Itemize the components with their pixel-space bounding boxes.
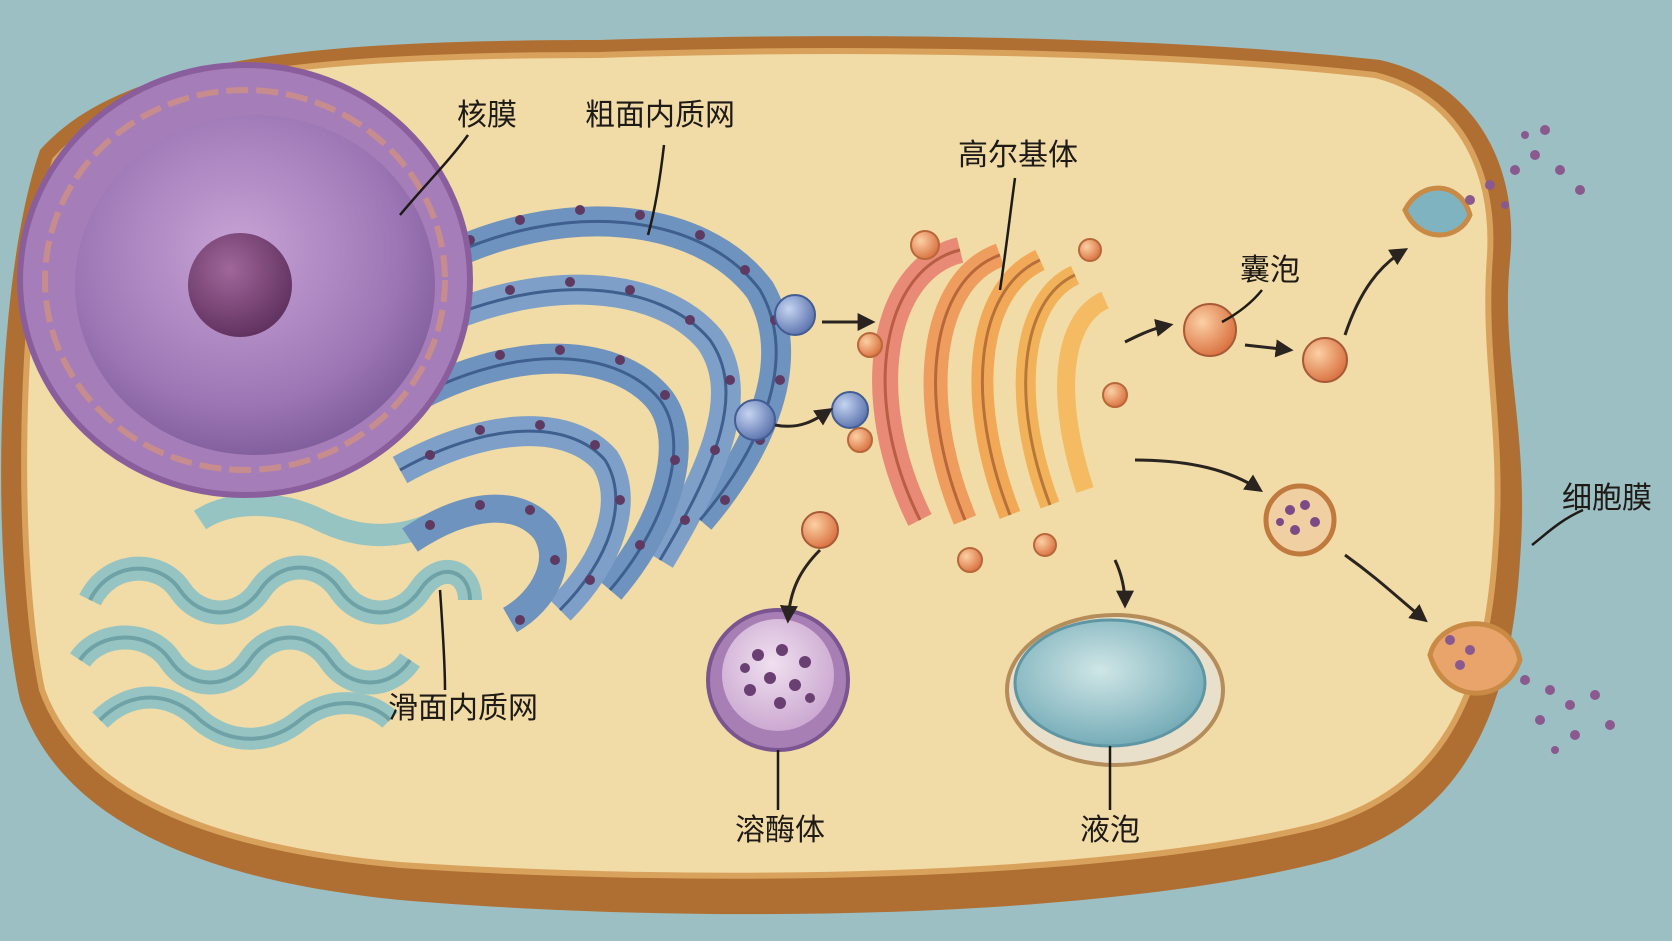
nucleus [17, 62, 473, 498]
label-vacuole: 液泡 [1080, 813, 1140, 848]
smooth-er [70, 494, 482, 750]
ribosomes [425, 205, 785, 625]
label-cell-membrane: 细胞膜 [1562, 481, 1652, 516]
label-golgi: 高尔基体 [958, 138, 1078, 173]
label-nuclear-envelope: 核膜 [457, 98, 517, 133]
secreted-particles [1445, 125, 1615, 754]
transport-vesicles [734, 294, 1348, 549]
label-lysosome: 溶酶体 [735, 813, 825, 848]
flow-arrows [774, 248, 1428, 624]
rough-er [392, 206, 792, 633]
golgi-apparatus [872, 237, 1110, 526]
golgi-buds [847, 230, 1128, 573]
vacuole [1005, 613, 1225, 767]
label-vesicle: 囊泡 [1240, 253, 1300, 288]
nucleolus [188, 233, 292, 337]
leader-lines [399, 134, 1584, 810]
label-smooth-er: 滑面内质网 [388, 691, 538, 726]
membrane-pit-upper [1402, 185, 1473, 238]
label-rough-er: 粗面内质网 [585, 98, 735, 133]
lysosome [706, 608, 850, 752]
secretory-vesicle [1263, 483, 1337, 557]
